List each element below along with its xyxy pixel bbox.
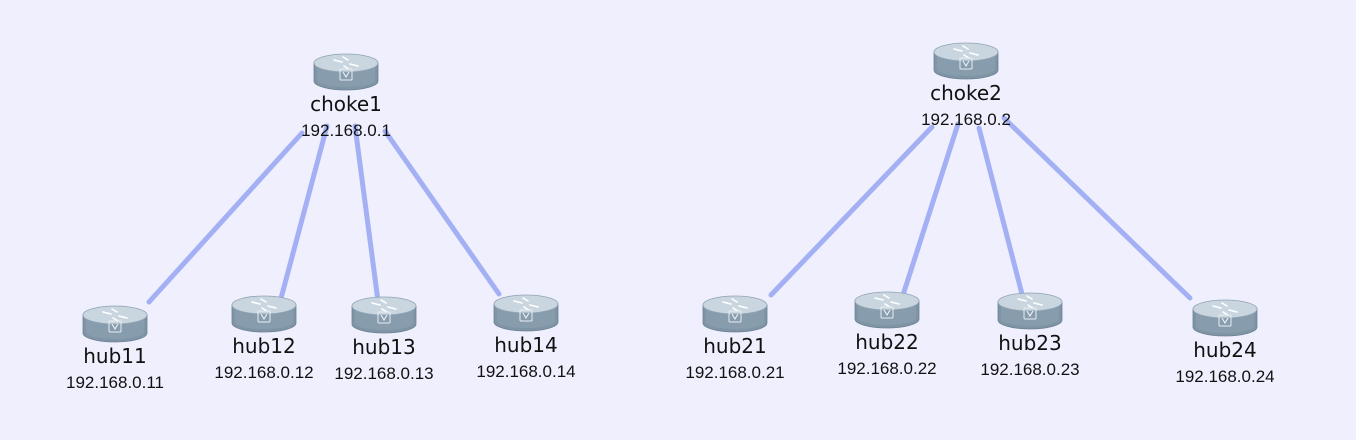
node-ip: 192.168.0.24 xyxy=(1175,367,1274,386)
router-top xyxy=(351,296,417,316)
router-top xyxy=(231,295,297,315)
node-ip: 192.168.0.22 xyxy=(837,359,936,378)
node-choke1[interactable]: choke1 192.168.0.1 xyxy=(301,53,391,140)
router-icon[interactable] xyxy=(82,305,148,343)
node-name: hub13 xyxy=(352,335,416,359)
router-badge-mark xyxy=(522,312,530,320)
router-icon[interactable] xyxy=(997,292,1063,330)
link-choke2-hub22 xyxy=(900,121,961,298)
node-name: hub21 xyxy=(703,334,767,358)
router-icon[interactable] xyxy=(854,291,920,329)
router-badge xyxy=(880,306,894,319)
router-top xyxy=(493,294,559,314)
router-badge-mark xyxy=(731,313,739,321)
router-badge-mark xyxy=(1026,310,1034,318)
router-badge-mark xyxy=(1221,317,1229,325)
router-arrows xyxy=(371,299,397,313)
router-top xyxy=(1192,299,1258,319)
node-name: hub14 xyxy=(494,333,558,357)
node-hub21[interactable]: hub21 192.168.0.21 xyxy=(685,295,785,382)
link-choke2-hub21 xyxy=(768,124,935,298)
router-top xyxy=(997,292,1063,312)
node-ip: 192.168.0.2 xyxy=(921,110,1011,129)
router-badge xyxy=(108,320,122,333)
router-icon[interactable] xyxy=(1192,299,1258,337)
node-hub12[interactable]: hub12 192.168.0.12 xyxy=(214,295,314,382)
node-hub23[interactable]: hub23 192.168.0.23 xyxy=(980,292,1080,379)
router-badge xyxy=(1218,314,1232,327)
router-top xyxy=(313,53,379,73)
router-top xyxy=(933,42,999,62)
router-top xyxy=(82,305,148,325)
links-layer xyxy=(146,115,1193,305)
router-icon[interactable] xyxy=(351,296,417,334)
node-hub24[interactable]: hub24 192.168.0.24 xyxy=(1175,299,1275,386)
router-badge xyxy=(1023,307,1037,320)
link-choke1-hub12 xyxy=(277,123,330,305)
node-name: hub24 xyxy=(1193,338,1257,362)
node-ip: 192.168.0.11 xyxy=(66,373,164,392)
node-name: hub22 xyxy=(855,330,919,354)
router-badge xyxy=(728,310,742,323)
router-badge xyxy=(519,309,533,322)
router-arrows xyxy=(102,308,128,322)
node-name: choke2 xyxy=(930,81,1002,105)
node-choke2[interactable]: choke2 192.168.0.2 xyxy=(921,42,1011,129)
node-name: choke1 xyxy=(310,92,382,116)
router-icon[interactable] xyxy=(702,295,768,333)
router-arrows xyxy=(513,297,539,311)
router-badge-mark xyxy=(962,60,970,68)
node-ip: 192.168.0.13 xyxy=(334,364,433,383)
link-choke1-hub11 xyxy=(146,130,305,305)
router-icon[interactable] xyxy=(493,294,559,332)
router-badge xyxy=(377,311,391,324)
node-hub22[interactable]: hub22 192.168.0.22 xyxy=(837,291,937,378)
node-ip: 192.168.0.23 xyxy=(980,360,1079,379)
node-ip: 192.168.0.1 xyxy=(301,121,391,140)
router-icon[interactable] xyxy=(933,42,999,80)
node-name: hub23 xyxy=(998,331,1062,355)
link-choke2-hub23 xyxy=(976,125,1026,301)
router-badge xyxy=(257,310,271,323)
router-top xyxy=(854,291,920,311)
router-badge xyxy=(959,57,973,70)
router-badge-mark xyxy=(260,313,268,321)
node-name: hub12 xyxy=(232,334,296,358)
nodes-layer: choke1 192.168.0.1 choke2 192.168.0.2 hub11 1… xyxy=(66,42,1275,392)
node-ip: 192.168.0.12 xyxy=(214,363,313,382)
router-badge-mark xyxy=(380,314,388,322)
router-icon[interactable] xyxy=(231,295,297,333)
router-badge-mark xyxy=(883,309,891,317)
node-hub13[interactable]: hub13 192.168.0.13 xyxy=(334,296,434,383)
node-hub11[interactable]: hub11 192.168.0.11 xyxy=(66,305,164,392)
link-choke2-hub24 xyxy=(1001,115,1193,301)
router-badge-mark xyxy=(111,323,119,331)
router-top xyxy=(702,295,768,315)
link-choke1-hub14 xyxy=(382,128,502,297)
node-hub14[interactable]: hub14 192.168.0.14 xyxy=(476,294,576,381)
router-icon[interactable] xyxy=(313,53,379,91)
router-badge-mark xyxy=(342,71,350,79)
node-name: hub11 xyxy=(83,344,147,368)
node-ip: 192.168.0.21 xyxy=(685,363,784,382)
node-ip: 192.168.0.14 xyxy=(476,362,575,381)
router-badge xyxy=(339,68,353,81)
link-choke1-hub13 xyxy=(352,123,381,304)
